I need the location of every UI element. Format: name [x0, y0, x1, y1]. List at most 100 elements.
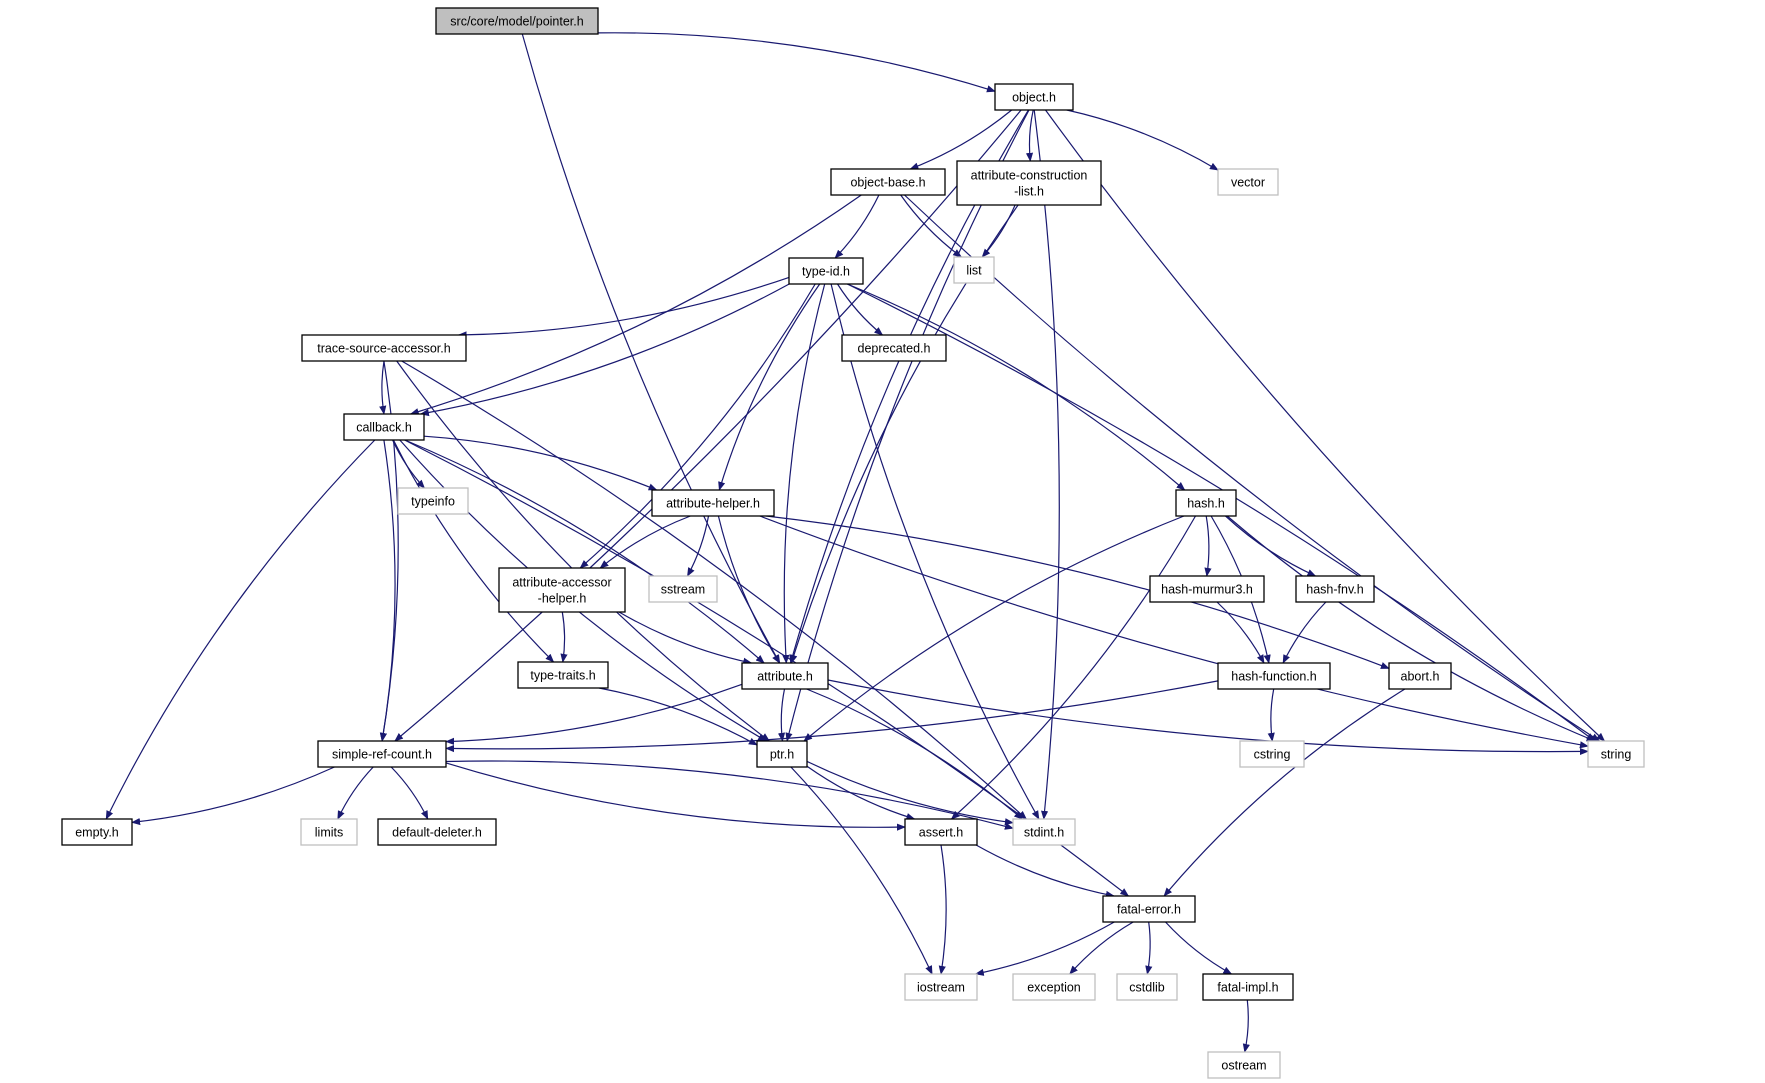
- node-label: exception: [1027, 981, 1081, 995]
- node-label: typeinfo: [411, 495, 455, 509]
- edge-attribute-to-stdint: [806, 688, 1024, 820]
- node-label: object.h: [1012, 91, 1056, 105]
- node-label: sstream: [661, 583, 705, 597]
- edge-ptr-to-iostream: [790, 766, 933, 975]
- node-label: ptr.h: [770, 748, 794, 762]
- node-label: stdint.h: [1024, 826, 1064, 840]
- edge-hash-to-ptr: [803, 515, 1185, 742]
- edge-hash-to-hash_murmur3: [1204, 515, 1212, 577]
- edge-fatal_impl-to-ostream: [1242, 999, 1250, 1053]
- edge-hash_function-to-simple_ref: [445, 680, 1219, 753]
- edge-hash_murmur3-to-hash_function: [1216, 601, 1265, 664]
- edge-object_base-to-callback: [409, 194, 862, 416]
- node-attribute[interactable]: attribute.h: [741, 662, 829, 690]
- edge-object-to-string: [1045, 109, 1606, 742]
- node-box: [343, 413, 425, 441]
- edge-attr_construction-to-list: [981, 204, 1016, 258]
- node-label: attribute.h: [757, 670, 813, 684]
- edge-abort-to-fatal_error: [1163, 688, 1406, 897]
- edge-object-to-attr_construction: [1025, 109, 1034, 162]
- node-label: cstring: [1254, 748, 1291, 762]
- edge-type_id-to-hash: [847, 283, 1186, 491]
- node-box: [1217, 662, 1331, 690]
- edge-attribute-to-ptr: [777, 688, 786, 742]
- node-empty[interactable]: empty.h: [61, 818, 133, 846]
- edge-attribute-to-string: [827, 679, 1589, 756]
- node-fatal-error[interactable]: fatal-error.h: [1102, 895, 1196, 923]
- node-box: [61, 818, 133, 846]
- nodes-layer: src/core/model/pointer.h object.h object-b…: [61, 7, 1645, 1079]
- node-box: [377, 818, 497, 846]
- node-box: [1012, 973, 1096, 1001]
- node-object[interactable]: object.h: [994, 83, 1074, 111]
- edge-attr_helper-to-attr_accessor: [599, 515, 691, 569]
- node-box: [1102, 895, 1196, 923]
- node-box: [830, 168, 946, 196]
- node-abort[interactable]: abort.h: [1388, 662, 1452, 690]
- node-box: [1587, 740, 1645, 768]
- node-label: vector: [1231, 176, 1265, 190]
- node-box: [1149, 575, 1265, 603]
- edge-hash_fnv-to-hash_function: [1282, 601, 1327, 664]
- node-label: iostream: [917, 981, 965, 995]
- edge-callback-to-type_traits: [392, 439, 555, 663]
- node-box: [301, 334, 467, 362]
- node-label: assert.h: [919, 826, 964, 840]
- node-label: fatal-error.h: [1117, 903, 1181, 917]
- node-label: attribute-helper.h: [666, 497, 760, 511]
- node-label: cstdlib: [1129, 981, 1164, 995]
- edge-attr_accessor-to-type_traits: [560, 611, 568, 663]
- node-attr-accessor[interactable]: attribute-accessor-helper.h: [498, 567, 626, 613]
- node-hash-fnv[interactable]: hash-fnv.h: [1295, 575, 1375, 603]
- node-label: callback.h: [356, 421, 412, 435]
- node-type-id[interactable]: type-id.h: [788, 257, 864, 285]
- node-object-base[interactable]: object-base.h: [830, 168, 946, 196]
- edge-attr_helper-to-abort: [766, 515, 1390, 669]
- node-string: string: [1587, 740, 1645, 768]
- node-label: -helper.h: [538, 592, 587, 606]
- edge-callback-to-empty: [105, 439, 376, 820]
- edge-fatal_error-to-fatal_impl: [1165, 921, 1233, 975]
- node-box: [994, 83, 1074, 111]
- edge-type_traits-to-ptr: [598, 687, 758, 746]
- node-label: type-traits.h: [530, 669, 595, 683]
- node-callback[interactable]: callback.h: [343, 413, 425, 441]
- node-deprecated[interactable]: deprecated.h: [841, 334, 947, 362]
- node-pointer[interactable]: src/core/model/pointer.h: [435, 7, 599, 35]
- node-box: [498, 567, 626, 613]
- node-label: simple-ref-count.h: [332, 748, 432, 762]
- node-label: hash-fnv.h: [1306, 583, 1363, 597]
- edge-callback-to-attr_helper: [423, 435, 658, 491]
- node-label: fatal-impl.h: [1217, 981, 1278, 995]
- edge-type_id-to-attr_accessor: [579, 283, 816, 569]
- node-hash[interactable]: hash.h: [1175, 489, 1237, 517]
- edge-ptr-to-stdint: [806, 760, 1014, 826]
- node-label: type-id.h: [802, 265, 850, 279]
- edge-pointer-to-object: [597, 32, 996, 93]
- node-attr-construction[interactable]: attribute-construction-list.h: [956, 160, 1102, 206]
- node-box: [953, 256, 995, 284]
- edge-trace_source-to-callback: [379, 360, 387, 415]
- node-ptr[interactable]: ptr.h: [756, 740, 808, 768]
- node-box: [1388, 662, 1452, 690]
- node-label: default-deleter.h: [392, 826, 482, 840]
- node-box: [788, 257, 864, 285]
- node-attr-helper[interactable]: attribute-helper.h: [651, 489, 775, 517]
- node-trace-source[interactable]: trace-source-accessor.h: [301, 334, 467, 362]
- node-default-deleter[interactable]: default-deleter.h: [377, 818, 497, 846]
- node-box: [756, 740, 808, 768]
- node-simple-ref[interactable]: simple-ref-count.h: [317, 740, 447, 768]
- node-box: [1295, 575, 1375, 603]
- node-assert[interactable]: assert.h: [904, 818, 978, 846]
- node-vector: vector: [1217, 168, 1279, 196]
- edge-type_id-to-attr_helper: [718, 283, 821, 491]
- edge-simple_ref-to-limits: [337, 766, 374, 820]
- node-fatal-impl[interactable]: fatal-impl.h: [1202, 973, 1294, 1001]
- node-type-traits[interactable]: type-traits.h: [517, 661, 609, 689]
- node-hash-murmur3[interactable]: hash-murmur3.h: [1149, 575, 1265, 603]
- node-label: deprecated.h: [858, 342, 931, 356]
- node-hash-function[interactable]: hash-function.h: [1217, 662, 1331, 690]
- edge-object_base-to-list: [900, 194, 963, 258]
- node-box: [397, 487, 469, 515]
- edge-ptr-to-assert: [806, 765, 916, 821]
